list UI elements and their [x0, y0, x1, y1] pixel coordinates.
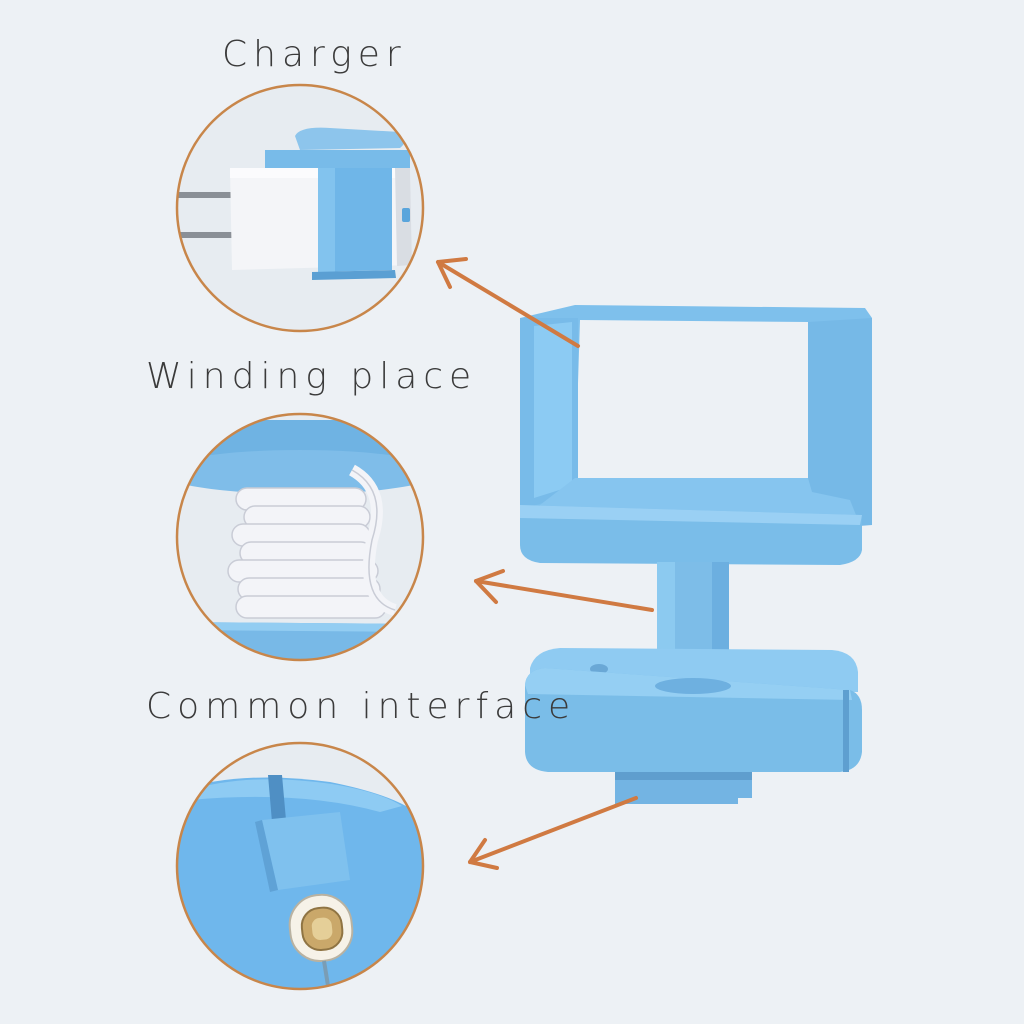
usb-c-connector-icon [288, 893, 354, 962]
arrow-to-common-interface [468, 796, 638, 870]
arrow-to-winding-place [474, 569, 654, 612]
common-interface-detail-circle [175, 741, 425, 991]
arrow-to-charger [436, 257, 580, 348]
charger-detail-circle [175, 83, 425, 333]
winding-place-detail-circle [175, 412, 425, 662]
wound-cable-coils [227, 487, 387, 619]
pointer-arrows [436, 257, 654, 870]
cable-holder-product [520, 305, 872, 804]
